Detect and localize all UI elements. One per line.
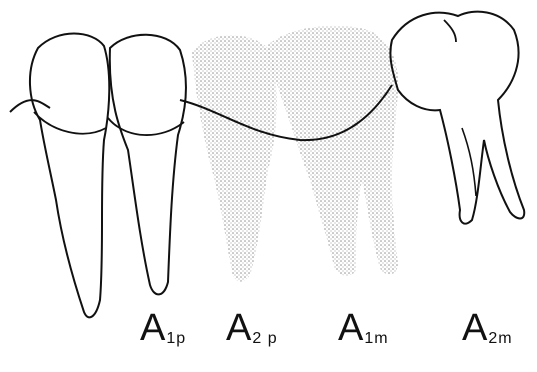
first-premolar xyxy=(30,34,109,318)
label-second-premolar: A2 p xyxy=(226,309,278,347)
label-main: A xyxy=(338,307,363,349)
label-first-premolar: A1p xyxy=(140,309,186,347)
label-first-molar: A1m xyxy=(338,309,389,347)
label-subscript: 2m xyxy=(488,330,512,347)
label-subscript: 1m xyxy=(364,330,388,347)
second-molar-cusp-line xyxy=(444,20,456,42)
first-premolar-crown-line xyxy=(34,112,106,134)
second-premolar xyxy=(110,35,186,295)
label-subscript: 1p xyxy=(166,330,186,347)
second-molar-furcation xyxy=(462,128,476,196)
label-main: A xyxy=(140,307,165,349)
second-molar xyxy=(390,12,524,224)
label-main: A xyxy=(462,307,487,349)
missing-first-molar xyxy=(268,26,398,276)
label-subscript: 2 p xyxy=(252,330,277,347)
label-main: A xyxy=(226,307,251,349)
label-second-molar: A2m xyxy=(462,309,513,347)
missing-second-premolar xyxy=(192,35,277,281)
